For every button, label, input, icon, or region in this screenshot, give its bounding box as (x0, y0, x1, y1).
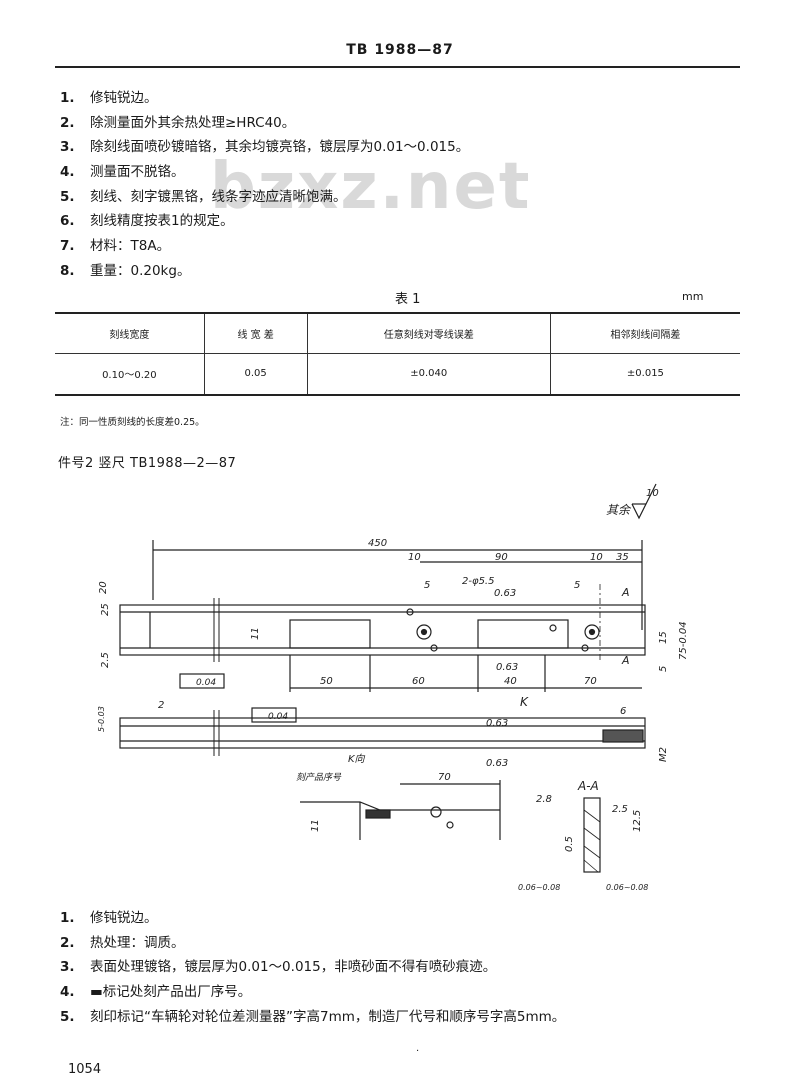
dim-label: 70 (438, 772, 451, 783)
note-item: 3.表面处理镀铬，镀层厚为0.01～0.015，非喷砂面不得有喷砂痕迹。 (60, 959, 497, 976)
dim-label: 50 (320, 676, 333, 687)
dim-label: 12.5 (632, 810, 643, 832)
flatness-frame (179, 673, 225, 689)
dim-label: 10 (646, 488, 659, 499)
dim-label: 60 (412, 676, 425, 687)
dim-label: 5-0.03 (97, 706, 106, 732)
note-item: 2.除测量面外其余热处理≥HRC40。 (60, 114, 296, 131)
dim-label: A-A (577, 779, 599, 793)
table-caption: 表 1 (395, 292, 421, 307)
dim-label: 0.63 (496, 662, 518, 673)
table-cell: 0.10～0.20 (102, 370, 157, 382)
dim-label: 2.8 (536, 794, 552, 805)
dim-label: 11 (310, 819, 321, 832)
table-cell: ±0.015 (549, 353, 740, 395)
dim-label: 0.63 (486, 758, 508, 769)
table-header-cell: 任意刻线对零线误差 (306, 313, 551, 353)
table-unit: mm (682, 290, 704, 303)
dim-label: M2 (658, 747, 669, 762)
note-item: 1.修钝锐边。 (60, 90, 158, 106)
header-rule (55, 66, 740, 68)
dim-label: A (621, 586, 630, 599)
table-header-cell: 相邻刻线间隔差 (549, 313, 740, 353)
dim-label: 75-0.04 (678, 621, 689, 660)
dim-label: 25 (100, 603, 111, 616)
dim-label: 10 (590, 552, 603, 563)
dim-label: 5 (574, 580, 580, 591)
flatness-frame (251, 707, 297, 723)
dim-label: 35 (616, 552, 629, 563)
roughness-symbol (631, 483, 657, 520)
technical-notes-top: 1.修钝锐边。 2.除测量面外其余热处理≥HRC40。 3.除刻线面喷砂镀暗铬，… (60, 86, 469, 284)
part-title: 件号2 竖尺 TB1988—2—87 (58, 456, 237, 471)
note-item: 5.刻印标记“车辆轮对轮位差测量器”字高7mm，制造厂代号和顺序号字高5mm。 (60, 1008, 566, 1025)
dim-label: 6 (620, 706, 626, 717)
table-note: 注：同一性质刻线的长度差0.25。 (60, 417, 205, 428)
dim-label: 0.63 (486, 718, 508, 729)
note-item: 4.▬标记处刻产品出厂序号。 (60, 984, 252, 1001)
table-cell: 0.05 (203, 353, 308, 395)
dim-label: 0.5 (564, 836, 575, 852)
side-view (119, 710, 646, 756)
table-row: 0.10～0.20 0.05 ±0.040 ±0.015 (55, 353, 740, 395)
watermark: bzxz.net (210, 150, 532, 224)
dim-label: 0.04 (196, 678, 216, 688)
dim-label: 20 (98, 581, 109, 594)
note-item: 1.修钝锐边。 (60, 910, 158, 926)
note-item: 8.重量：0.20kg。 (60, 262, 191, 279)
dim-label: K向 (348, 753, 366, 765)
dim-label: 2 (158, 700, 164, 711)
dim-label: 2.5 (100, 652, 111, 668)
dim-label: 5 (658, 666, 669, 672)
center-mark: · (416, 1046, 420, 1057)
dim-label: 0.06~0.08 (606, 883, 648, 892)
table-header-cell: 刻线宽度 (109, 329, 150, 341)
dim-label: 450 (368, 538, 387, 549)
dim-label: 2.5 (612, 804, 628, 815)
dim-label: 2-φ5.5 (462, 576, 494, 587)
dim-label: K (520, 695, 529, 709)
note-item: 2.热处理：调质。 (60, 934, 185, 951)
dim-label: 70 (584, 676, 597, 687)
note-item: 3.除刻线面喷砂镀暗铬，其余均镀亮铬，镀层厚为0.01～0.015。 (60, 139, 470, 156)
note-item: 7.材料：T8A。 (60, 238, 171, 255)
engineering-drawing: 其余 10 450 10 90 10 35 5 5 2-φ5.5 0.63 A … (97, 483, 689, 892)
table-header-row: 刻线宽度 线 宽 差 任意刻线对零线误差 相邻刻线间隔差 (55, 313, 740, 353)
dim-label: 0.63 (494, 588, 516, 599)
dim-label: 0.04 (268, 712, 288, 722)
dim-label: 40 (504, 676, 517, 687)
dim-label: 0.06~0.08 (518, 883, 560, 892)
dim-label: 5 (424, 580, 430, 591)
table-cell: ±0.040 (306, 353, 551, 395)
technical-notes-bottom: 1.修钝锐边。 2.热处理：调质。 3.表面处理镀铬，镀层厚为0.01～0.01… (60, 906, 565, 1029)
dim-label: 刻产品序号 (296, 772, 342, 783)
dim-label: 15 (658, 631, 669, 644)
dim-label: 11 (250, 627, 261, 640)
dim-label: 90 (495, 552, 508, 563)
note-item: 5.刻线、刻字镀黑铬，线条字迹应清晰饱满。 (60, 188, 347, 205)
table-header-cell: 线 宽 差 (203, 313, 308, 353)
section-a-a (583, 797, 601, 873)
note-item: 4.测量面不脱铬。 (60, 164, 185, 181)
note-item: 6.刻线精度按表1的规定。 (60, 213, 234, 230)
page-header: TB 1988—87 (346, 42, 454, 58)
k-view-detail (300, 780, 501, 840)
dim-label: 10 (408, 552, 421, 563)
dim-label: A (621, 654, 630, 667)
page-number: 1054 (68, 1062, 102, 1077)
rest-label: 其余 (606, 503, 632, 517)
accuracy-table: 刻线宽度 线 宽 差 任意刻线对零线误差 相邻刻线间隔差 0.10～0.20 0… (55, 312, 740, 396)
front-view (119, 584, 646, 662)
